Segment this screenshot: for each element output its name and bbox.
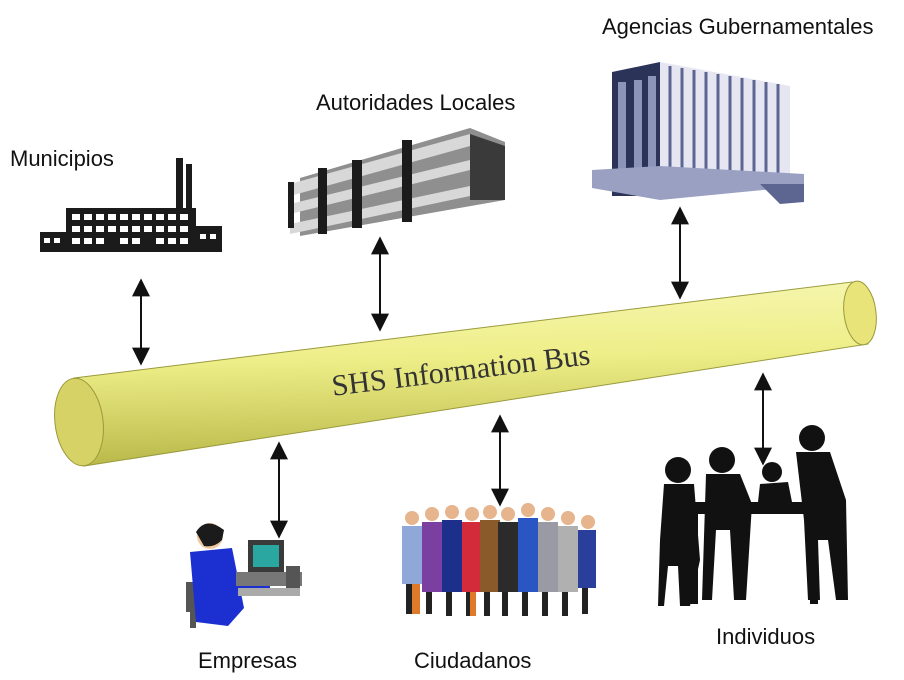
label-individuos: Individuos [716, 624, 816, 649]
label-agencias-gubernamentales: Agencias Gubernamentales [602, 14, 874, 39]
computer-worker-icon [186, 523, 302, 628]
label-ciudadanos: Ciudadanos [414, 648, 532, 673]
label-municipios: Municipios [10, 146, 114, 171]
connector-arrows [132, 206, 772, 539]
label-autoridades-locales: Autoridades Locales [316, 90, 516, 115]
information-bus: SHS Information Bus [54, 280, 877, 467]
office-building-icon [288, 128, 505, 236]
crowd-icon [402, 503, 596, 616]
label-empresas: Empresas [198, 648, 298, 673]
meeting-table-icon [658, 425, 848, 606]
skyscraper-icon [592, 62, 804, 204]
factory-icon [40, 158, 222, 252]
